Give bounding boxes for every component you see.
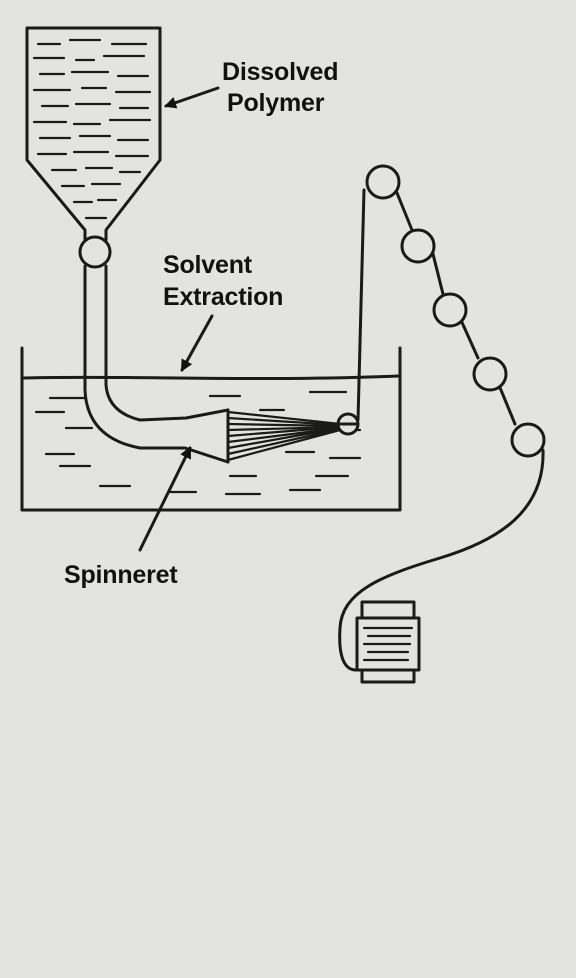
feed-tube-outer (83, 264, 230, 464)
fiber-filaments (226, 410, 342, 462)
polymer-hopper (25, 26, 162, 242)
label-spinneret: Spinneret (64, 446, 192, 589)
draw-roller-stack (365, 164, 546, 458)
bath-liquid-surface (22, 374, 400, 381)
spinneret-nozzle (226, 408, 342, 464)
draw-roller-4 (510, 422, 546, 458)
fiber-to-winder (338, 448, 545, 672)
arrow-dissolved-polymer (164, 86, 220, 109)
label-solvent: Solvent (163, 251, 253, 279)
draw-roller-3 (472, 356, 508, 392)
take-up-bobbin (355, 600, 421, 684)
label-polymer: Polymer (227, 89, 325, 117)
polymer-fill-hatching (32, 38, 152, 220)
label-spinneret-text: Spinneret (64, 561, 178, 589)
bobbin-winding-lines (362, 626, 414, 662)
arrow-solvent-extraction (180, 314, 214, 372)
fiber-riser-right (356, 188, 366, 422)
draw-roller-2 (432, 292, 468, 328)
label-solvent-extraction: Solvent Extraction (163, 251, 283, 372)
arrow-spinneret (138, 446, 192, 552)
label-dissolved-polymer: Dissolved Polymer (164, 58, 339, 117)
feed-tube-inner (104, 264, 230, 422)
label-extraction: Extraction (163, 283, 283, 311)
pump-wheel (78, 235, 112, 269)
fiber-between-rollers (393, 186, 517, 426)
top-roller (365, 164, 401, 200)
bath-liquid-hatching (34, 390, 362, 496)
label-dissolved: Dissolved (222, 58, 338, 86)
draw-roller-1 (400, 228, 436, 264)
